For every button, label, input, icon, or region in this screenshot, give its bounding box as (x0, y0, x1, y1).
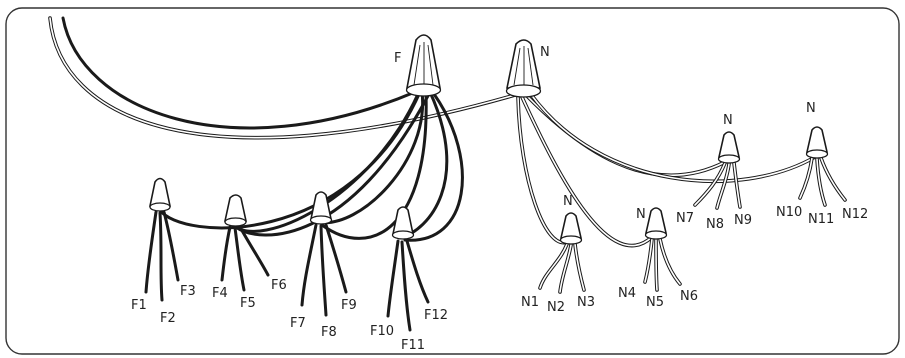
supply-cables (48, 16, 517, 140)
wire-label-f11: F11 (401, 338, 425, 353)
wire-label-n8: N8 (706, 217, 724, 232)
neutral-sub-nut-label: N (636, 207, 646, 222)
neutral-nut-label: N (540, 45, 550, 60)
wire-label-n3: N3 (577, 295, 595, 310)
wire-label-n7: N7 (676, 211, 694, 226)
wire-label-n10: N10 (776, 205, 802, 220)
wire-label-n2: N2 (547, 300, 565, 315)
wire-label-f1: F1 (131, 298, 147, 313)
wire-label-n11: N11 (808, 212, 834, 227)
neutral-nut-3 (717, 131, 741, 164)
hot-wires (144, 90, 464, 332)
wire-label-f9: F9 (341, 298, 357, 313)
wire-label-f12: F12 (424, 308, 448, 323)
wire-label-n12: N12 (842, 207, 868, 222)
wire-label-f2: F2 (160, 311, 176, 326)
hot-nut-1 (149, 177, 171, 212)
hot-nut-3 (309, 191, 333, 225)
wire-label-f10: F10 (370, 324, 394, 339)
wire-label-f7: F7 (290, 316, 306, 331)
feed-nut (405, 34, 442, 97)
neutral-sub-nut-label: N (563, 194, 573, 209)
wire-label-n6: N6 (680, 289, 698, 304)
wire-label-n4: N4 (618, 286, 636, 301)
neutral-nut (505, 39, 542, 98)
wire-label-f6: F6 (271, 278, 287, 293)
neutral-nut-1 (559, 212, 583, 245)
hot-nut-4 (391, 206, 415, 240)
neutral-sub-nut-label: N (723, 113, 733, 128)
wire-label-f5: F5 (240, 296, 256, 311)
wire-label-f3: F3 (180, 284, 196, 299)
wire-label-n9: N9 (734, 213, 752, 228)
hot-nut-2 (224, 194, 247, 227)
neutral-wires (516, 91, 847, 294)
wire-label-f8: F8 (321, 325, 337, 340)
feed-nut-label: F (394, 51, 401, 66)
wire-label-n5: N5 (646, 295, 664, 310)
neutral-sub-nut-label: N (806, 101, 816, 116)
wire-label-f4: F4 (212, 286, 228, 301)
diagram-frame (5, 7, 900, 355)
wire-label-n1: N1 (521, 295, 539, 310)
neutral-nut-4 (805, 126, 829, 159)
neutral-nut-2 (644, 207, 668, 240)
